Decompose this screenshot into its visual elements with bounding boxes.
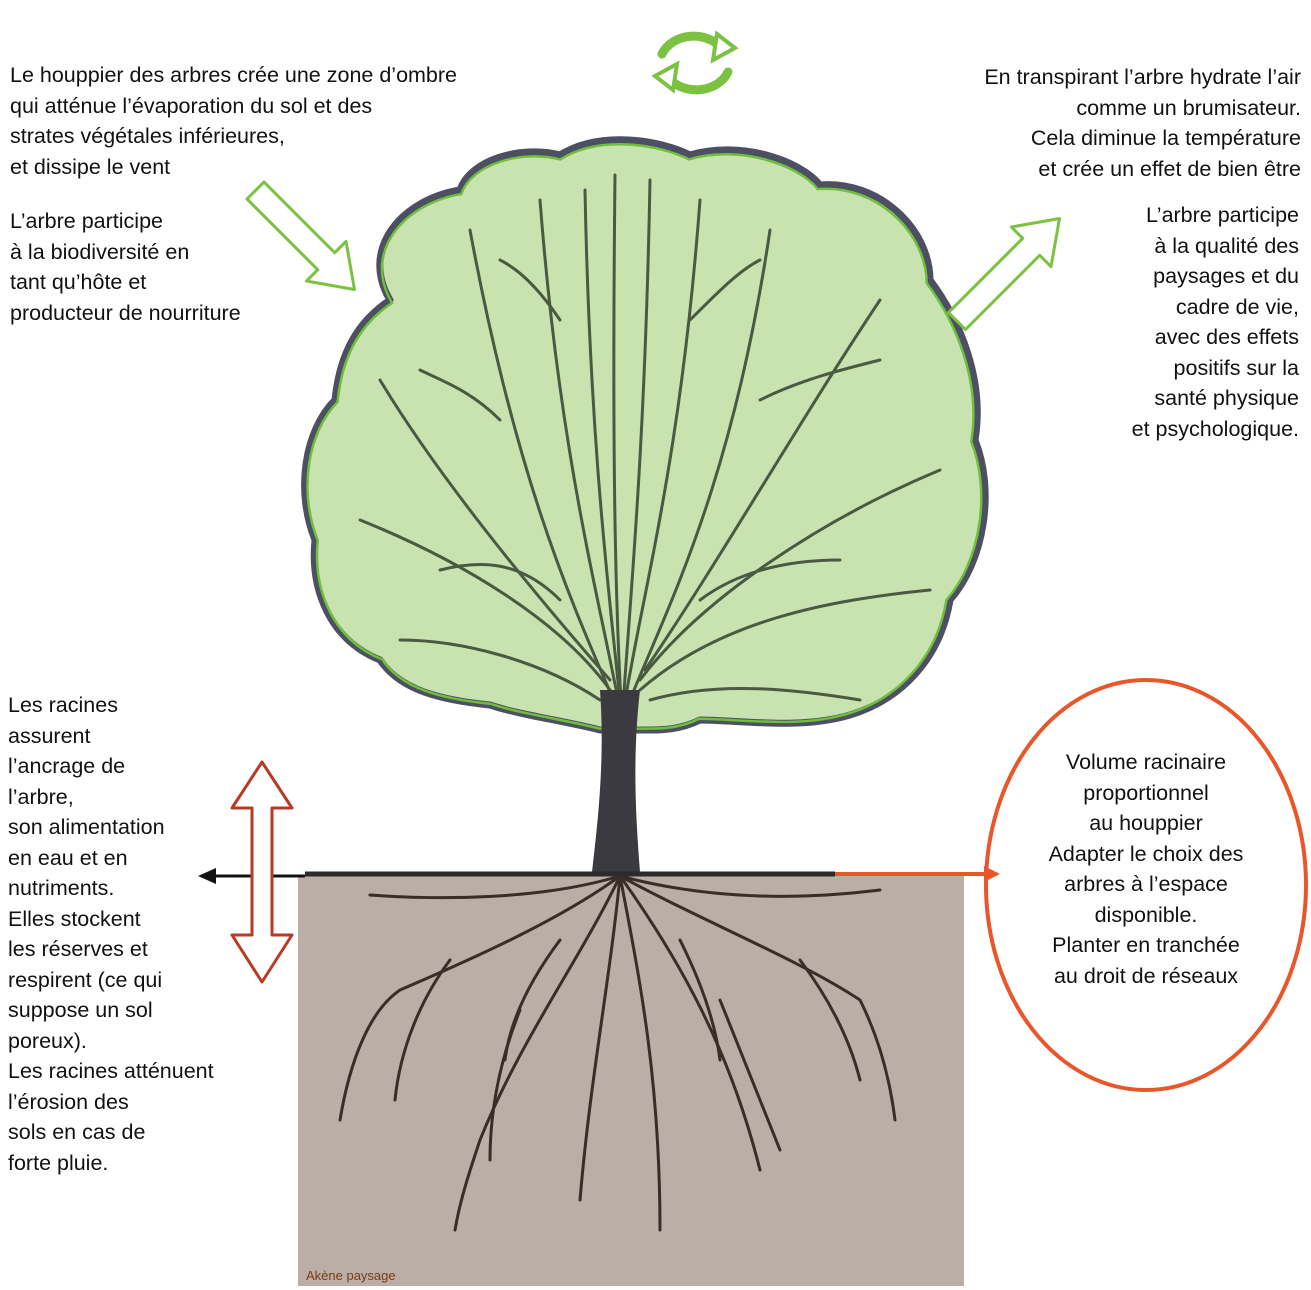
roots-text: Les racines assurent l’ancrage de l’arbr…	[8, 693, 214, 1175]
canopy-shade-text: Le houppier des arbres crée une zone d’o…	[10, 63, 458, 179]
tree-trunk	[592, 690, 640, 872]
black-arrowhead	[198, 868, 216, 884]
recycle-arrows-icon	[651, 30, 739, 95]
green-arrow-shade	[245, 180, 356, 291]
tree-canopy	[301, 136, 989, 872]
red-double-arrow	[230, 760, 294, 984]
root-volume-ellipse	[984, 678, 1308, 1092]
soil-block	[298, 876, 964, 1286]
biodiversity-text: L’arbre participe à la biodiversité en t…	[10, 209, 241, 325]
green-arrow-landscape	[946, 217, 1061, 332]
credit-label: Akène paysage	[306, 1268, 396, 1283]
landscape-text: L’arbre participe à la qualité des paysa…	[1131, 203, 1299, 441]
tree-roots	[338, 874, 897, 1232]
transpiration-text: En transpirant l’arbre hydrate l’air com…	[984, 65, 1301, 181]
root-volume-text: Volume racinaire proportionnel au houppi…	[1048, 750, 1244, 988]
